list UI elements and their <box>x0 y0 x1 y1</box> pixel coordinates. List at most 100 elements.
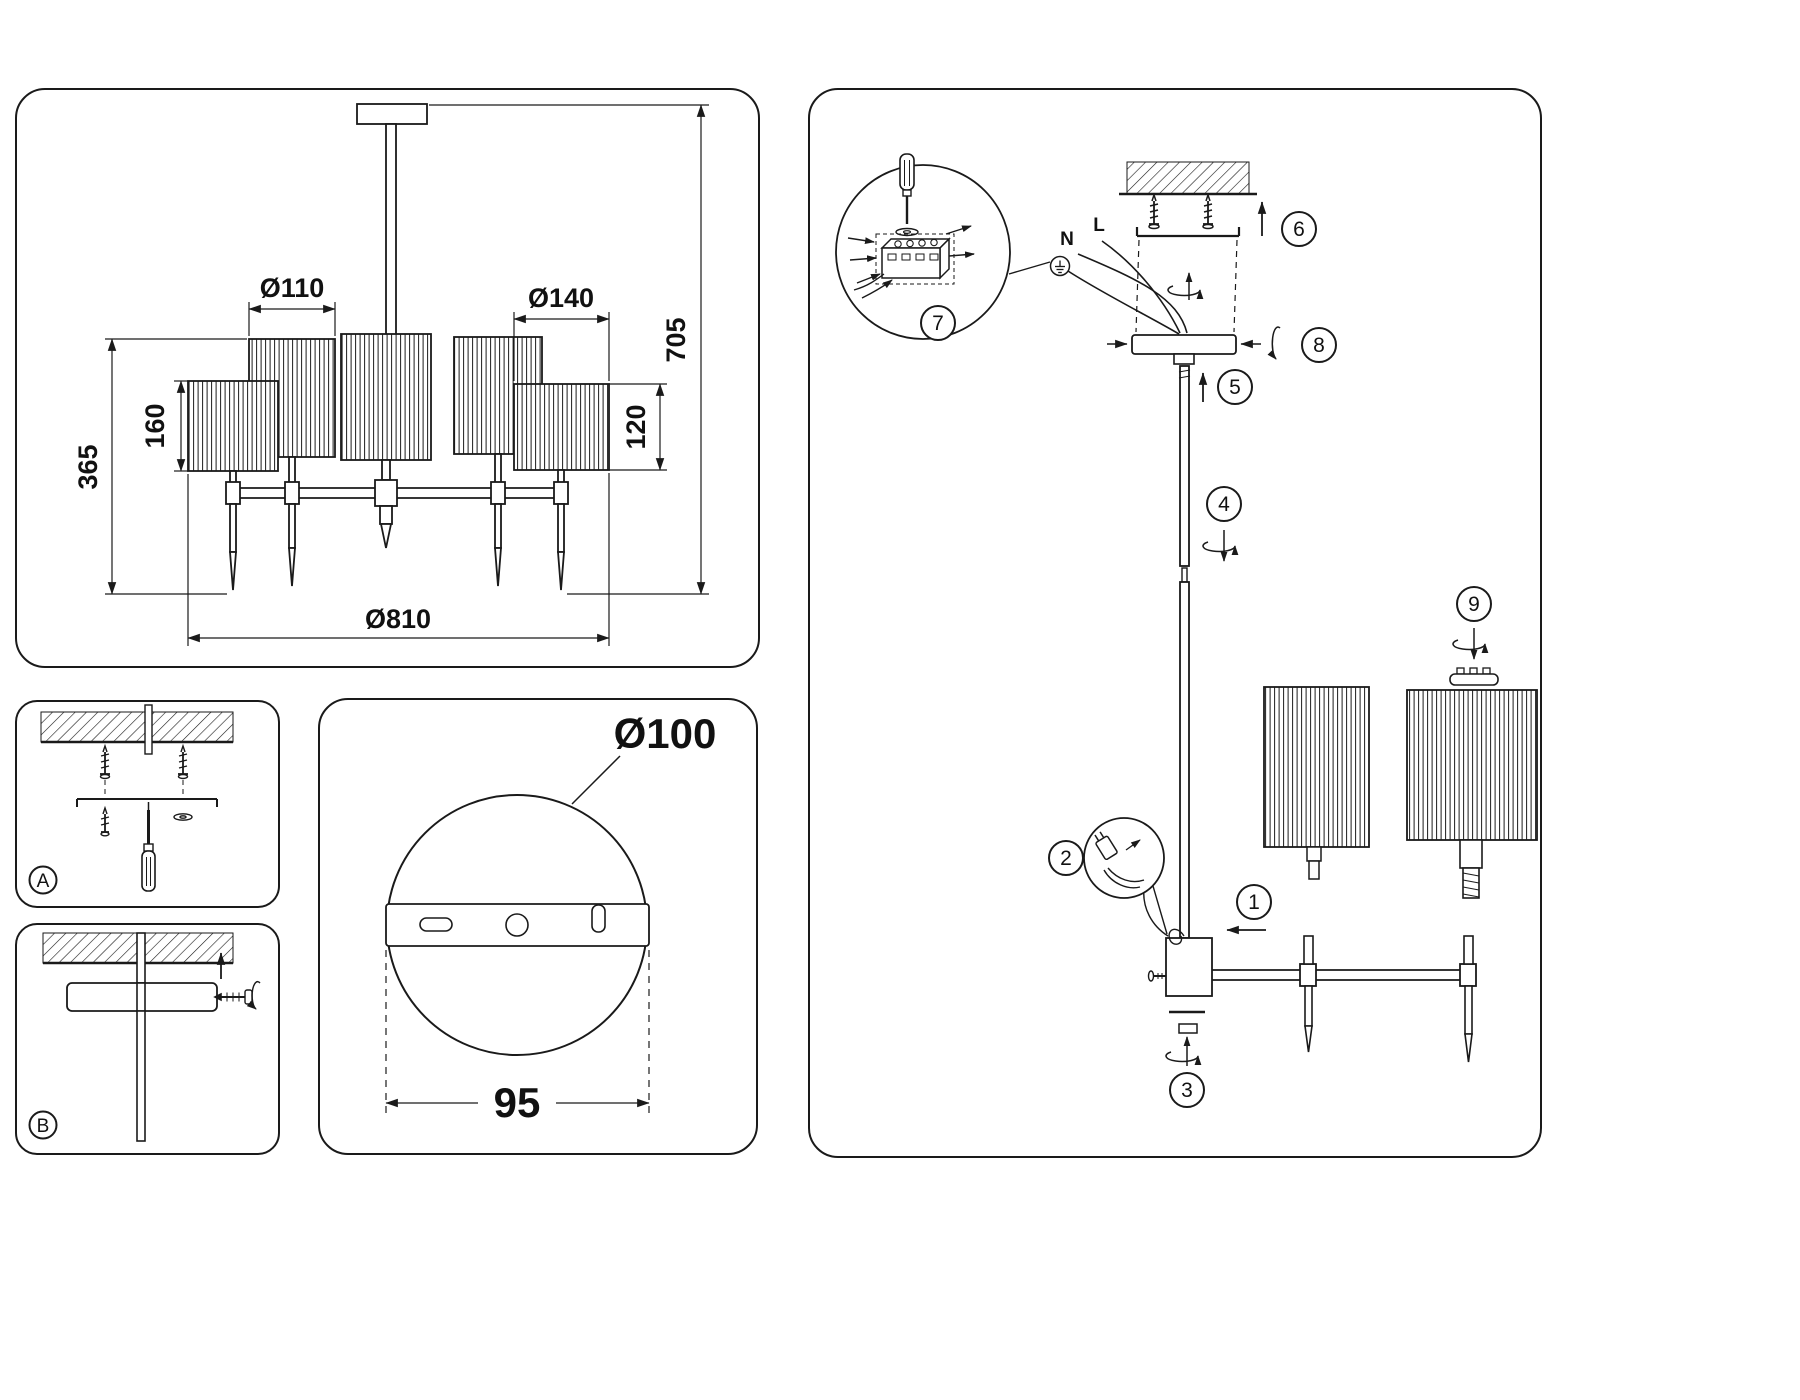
svg-text:3: 3 <box>1181 1079 1193 1102</box>
wire <box>1103 869 1141 889</box>
canopy-hub <box>1173 353 1195 365</box>
connector-icon <box>1094 831 1118 861</box>
wire-label-live: L <box>1093 215 1105 236</box>
rotation-arrow-icon <box>1167 285 1204 300</box>
washer-icon <box>173 813 193 821</box>
assembly-steps-panel: N L 1 2 3 4 5 6 7 <box>808 88 1542 1158</box>
wire-arrows <box>847 225 975 299</box>
arm-junction <box>1299 963 1317 987</box>
screw-icon <box>1148 192 1160 230</box>
step-marker-6: 6 <box>1281 211 1317 247</box>
pipe-stub <box>144 704 153 755</box>
slot-hole <box>419 917 453 932</box>
dim-label-shade-large-dia: Ø140 <box>528 283 594 313</box>
dim-label-shade-small-dia: Ø110 <box>260 273 325 303</box>
detail-b-label: B <box>37 1116 50 1137</box>
wire <box>1077 253 1188 334</box>
canopy <box>1131 334 1237 355</box>
anchor-screw-icon <box>177 743 189 780</box>
rotation-arrow-icon <box>1267 326 1281 360</box>
lamp-shade <box>1406 689 1538 841</box>
dimension-labels: Ø110 Ø140 160 120 365 705 Ø810 <box>73 273 691 634</box>
slot-hole <box>591 904 606 933</box>
dimension-lines <box>105 104 709 646</box>
wire-label-neutral: N <box>1060 229 1074 250</box>
rod-upper <box>1179 365 1190 567</box>
step-marker-5: 5 <box>1217 369 1253 405</box>
rod-lower <box>1179 581 1190 939</box>
side-bolt-icon <box>1147 970 1166 982</box>
svg-text:1: 1 <box>1248 891 1260 914</box>
canopy-fixing-drawing <box>42 932 261 1142</box>
lamp-shade-center <box>340 333 432 461</box>
screw-icon <box>100 805 110 837</box>
washer-icon <box>895 227 919 237</box>
terminal-block <box>880 237 951 280</box>
leader-line <box>571 755 621 805</box>
dim-label-total-dia: Ø810 <box>365 604 431 634</box>
svg-text:7: 7 <box>932 312 944 335</box>
center-hole <box>505 913 529 937</box>
ceiling-anchor-drawing <box>40 704 234 892</box>
step-marker-7: 7 <box>920 305 956 341</box>
rotation-arrow-icon <box>1165 1051 1202 1066</box>
hub-block <box>1165 937 1213 997</box>
step-markers: 1 2 3 4 5 6 7 8 <box>920 211 1492 1108</box>
lamp-shade-right-front <box>513 383 610 471</box>
dim-label-shade-small-h: 160 <box>140 403 170 448</box>
screwdriver-icon <box>899 153 915 224</box>
step-marker-9: 9 <box>1456 586 1492 622</box>
ceiling-mount-plate <box>356 103 428 125</box>
screw-icon <box>1202 192 1214 230</box>
step-marker-1: 1 <box>1236 884 1272 920</box>
svg-text:5: 5 <box>1229 376 1241 399</box>
rotation-arrow-icon <box>1452 639 1489 654</box>
step-marker-2: 2 <box>1048 840 1084 876</box>
ground-wire <box>1067 270 1180 335</box>
hanging-pipe <box>136 932 146 984</box>
rotation-arrow-icon <box>246 980 261 1010</box>
mounting-bar <box>385 903 650 947</box>
mounting-detail-a-panel: A <box>15 700 280 908</box>
chandelier-front-view <box>187 103 610 591</box>
svg-text:4: 4 <box>1218 493 1230 516</box>
svg-text:9: 9 <box>1468 593 1480 616</box>
step-marker-3: 3 <box>1169 1072 1205 1108</box>
mounting-detail-b-panel: B <box>15 923 280 1155</box>
wire-curl <box>1168 928 1185 945</box>
side-screw-icon <box>213 989 253 1005</box>
dim-label-shade-large-h: 120 <box>621 404 651 449</box>
mounting-plate-panel: Ø100 95 <box>318 698 758 1155</box>
detail-a-label: A <box>37 871 50 892</box>
hanging-rod <box>385 123 397 337</box>
hanging-pipe-lower <box>136 1010 146 1142</box>
center-hub <box>374 479 398 507</box>
plate-diameter-label: Ø100 <box>614 710 717 757</box>
nut-part <box>1178 1023 1198 1034</box>
svg-text:2: 2 <box>1060 847 1072 870</box>
dim-label-total-h: 705 <box>661 317 691 362</box>
detail-b-marker: B <box>28 1110 58 1140</box>
lamp-socket-icon <box>1459 839 1483 899</box>
wire <box>1107 867 1145 883</box>
step-marker-8: 8 <box>1301 327 1337 363</box>
svg-text:6: 6 <box>1293 218 1305 241</box>
rotation-arrow-icon <box>1202 541 1239 556</box>
anchor-screw-icon <box>99 743 111 780</box>
step-marker-4: 4 <box>1206 486 1242 522</box>
plate-holes-label: 95 <box>494 1079 541 1126</box>
thread-stub <box>1181 567 1188 583</box>
wire <box>1101 240 1181 334</box>
screwdriver-icon <box>141 802 156 892</box>
svg-text:8: 8 <box>1313 334 1325 357</box>
chandelier-dimensions-panel: Ø110 Ø140 160 120 365 705 Ø810 <box>15 88 760 668</box>
ground-symbol-icon <box>1049 255 1071 277</box>
mounting-bracket <box>1135 227 1241 238</box>
plate-drawing <box>385 755 650 1116</box>
assembly-drawing <box>835 153 1538 1066</box>
mounting-bracket <box>76 798 218 807</box>
terminal-block-callout <box>835 153 1051 340</box>
dim-label-body-h: 365 <box>73 444 103 489</box>
lamp-shade <box>1263 686 1370 848</box>
wiring-callout <box>1083 817 1168 935</box>
